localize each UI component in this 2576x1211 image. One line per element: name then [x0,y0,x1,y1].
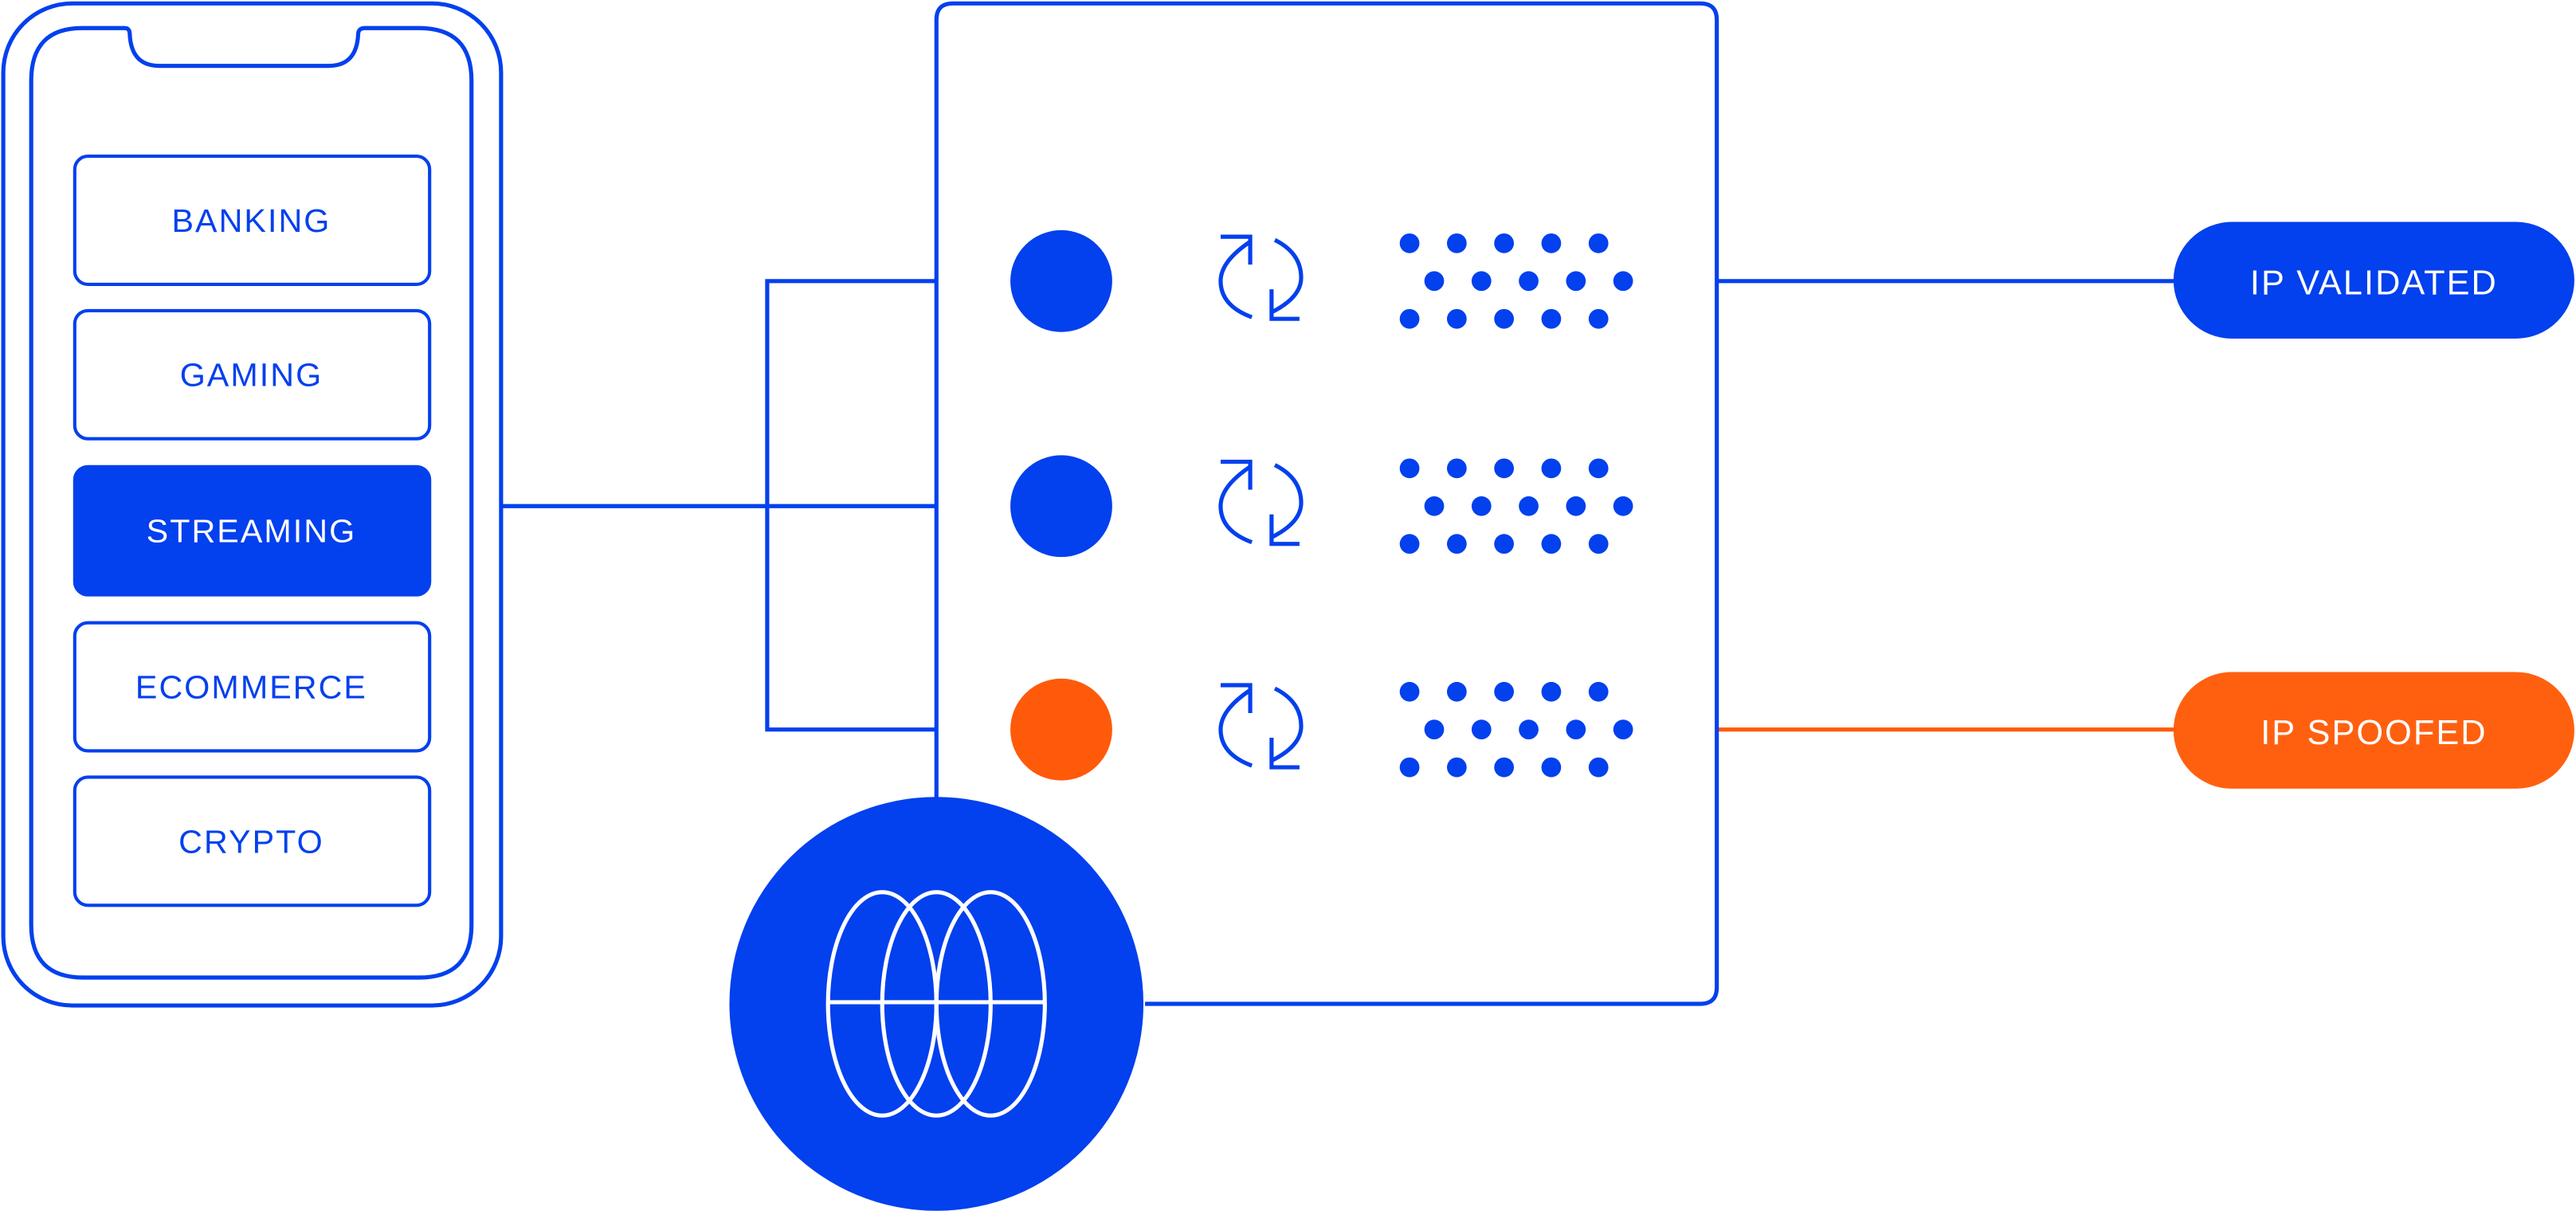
status-indicator [1010,678,1112,781]
ip-spoofed-badge: IP SPOOFED [2173,672,2574,789]
server-row-valid [1010,455,1633,558]
refresh-icon [1218,460,1304,547]
category-list: BANKING GAMING STREAMING ECOMMERCE CRYPTO [73,155,432,907]
status-indicator [1010,455,1112,558]
data-dots [1399,233,1633,329]
connectors [500,279,2177,732]
data-dots [1399,458,1633,555]
category-label: GAMING [180,357,323,394]
phone-screen-with-notch [29,25,474,980]
refresh-icon [1218,683,1304,770]
ip-spoofed-label: IP SPOOFED [2260,714,2487,752]
category-button-gaming[interactable]: GAMING [73,308,432,441]
category-button-crypto[interactable]: CRYPTO [73,775,432,907]
status-indicator [1010,229,1112,332]
data-dots [1399,681,1633,778]
category-label: CRYPTO [178,823,324,860]
category-button-ecommerce[interactable]: ECOMMERCE [73,621,432,753]
server-row-valid [1010,229,1633,332]
server-rows [1010,229,1633,781]
refresh-icon [1218,234,1304,321]
category-button-streaming[interactable]: STREAMING [73,464,432,597]
category-label: ECOMMERCE [135,668,367,705]
category-label: STREAMING [147,513,357,550]
globe-icon [825,890,1047,1118]
server-box [934,1,1719,1006]
ip-validated-label: IP VALIDATED [2250,264,2498,302]
bracket-connector [765,279,937,732]
server-row-spoofed [1010,678,1633,781]
globe-node [729,797,1144,1211]
ip-validated-badge: IP VALIDATED [2173,221,2574,339]
category-label: BANKING [171,202,331,239]
category-button-banking[interactable]: BANKING [73,155,432,286]
